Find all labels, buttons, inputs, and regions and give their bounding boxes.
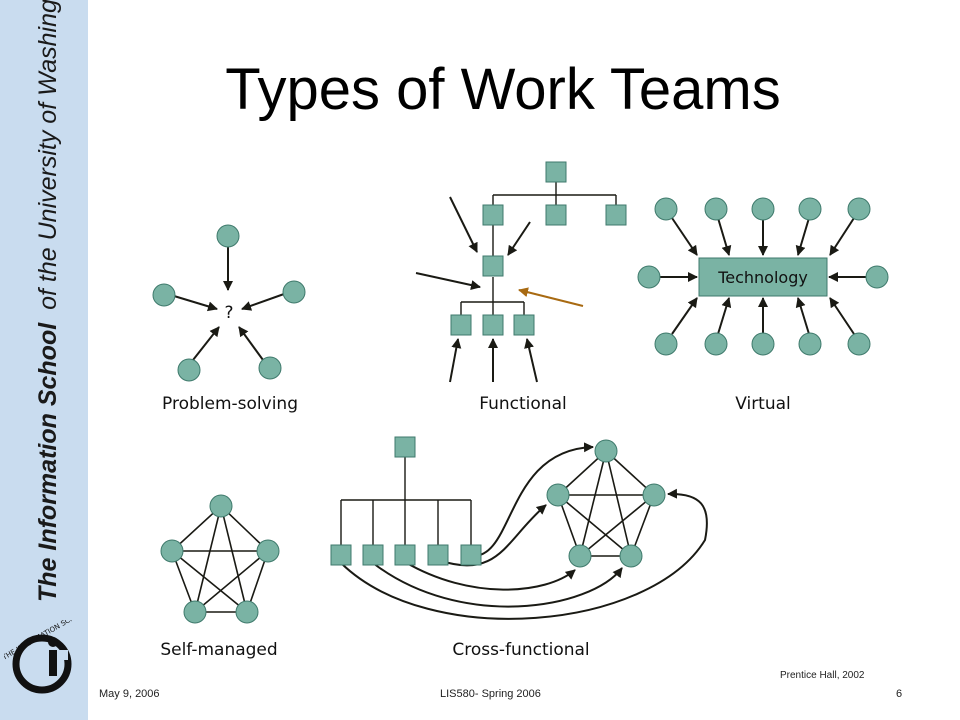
label-functional: Functional xyxy=(479,394,566,414)
functional-members xyxy=(450,161,627,336)
label-problem-solving: Problem-solving xyxy=(162,394,298,414)
technology-hub xyxy=(698,257,828,297)
footer-page-number: 6 xyxy=(896,688,903,700)
footer-date: May 9, 2006 xyxy=(99,688,160,700)
label-self-managed: Self-managed xyxy=(160,640,277,660)
self-managed-links xyxy=(171,504,269,613)
slide-title: Types of Work Teams xyxy=(225,57,781,122)
functional-highlight-arrow xyxy=(518,287,584,307)
sidebar-org-suffix: of the University of Washington xyxy=(34,0,62,310)
svg-text:The Information School of: The Information School of the University… xyxy=(34,0,62,602)
question-mark: ? xyxy=(224,303,233,323)
sidebar-org-prefix: The Information School xyxy=(34,322,62,602)
technology-label: Technology xyxy=(717,268,808,287)
cross-functional-links xyxy=(557,450,655,557)
virtual-arrows xyxy=(660,217,866,335)
self-managed-members xyxy=(160,494,280,624)
footer-course: LIS580- Spring 2006 xyxy=(440,688,541,700)
label-virtual: Virtual xyxy=(735,394,791,414)
problem-solving-diagram xyxy=(173,247,285,361)
sidebar-org-name: The Information School of the University… xyxy=(34,0,62,602)
label-cross-functional: Cross-functional xyxy=(452,640,589,660)
functional-arrows xyxy=(415,196,538,383)
source-credit: Prentice Hall, 2002 xyxy=(780,670,865,681)
sidebar-band xyxy=(0,0,88,720)
cross-functional-arrows xyxy=(340,442,708,620)
virtual-members xyxy=(637,197,889,356)
school-logo: THE INFORMATION SCHOOL xyxy=(4,620,84,694)
functional-hierarchy-lines xyxy=(460,182,617,315)
cross-functional-hierarchy xyxy=(340,457,472,545)
cross-functional-members xyxy=(330,436,666,568)
problem-solving-members xyxy=(152,224,306,382)
